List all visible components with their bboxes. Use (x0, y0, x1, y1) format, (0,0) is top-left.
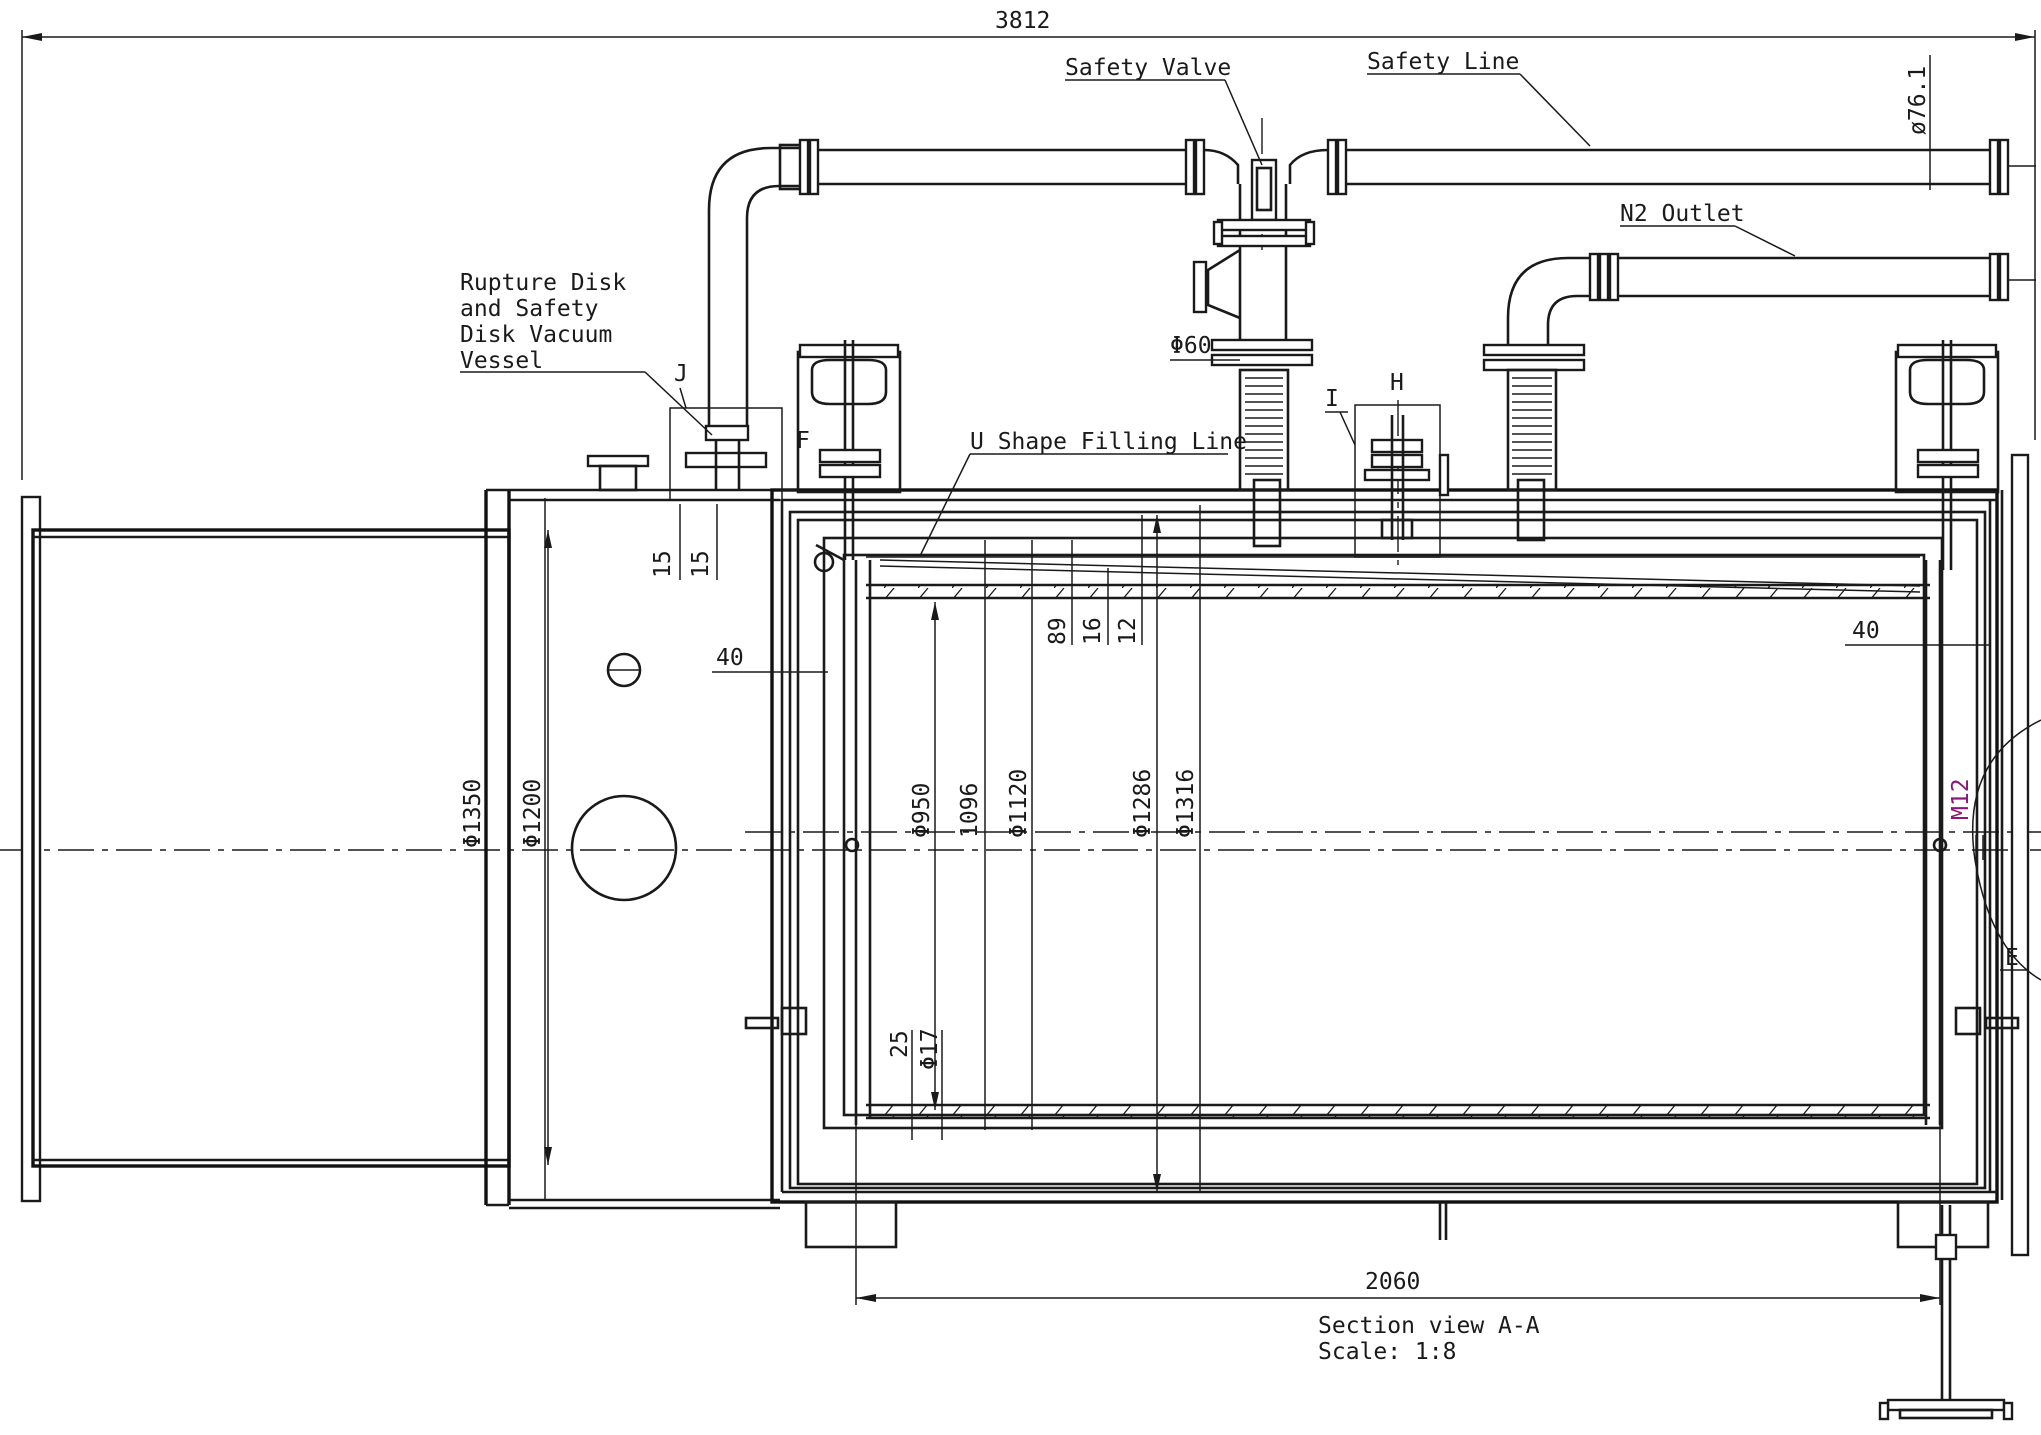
dim-40-left-text: 40 (716, 645, 744, 671)
dim-40-left: 40 (712, 645, 828, 673)
dim-17-text: Φ17 (917, 1028, 943, 1070)
detail-e: M12 E (1948, 719, 2041, 981)
safety-line-pipe (707, 138, 2010, 430)
dim-1120-text: Φ1120 (1006, 769, 1032, 838)
dim-15-15: 15 15 (650, 504, 718, 580)
rupture-disk-text-4: Vessel (460, 348, 543, 374)
dim-1316-text: Φ1316 (1173, 769, 1199, 838)
dim-safety-line-dia: ø76.1 (1905, 55, 1931, 190)
section-title: Section view A-A Scale: 1:8 (1318, 1313, 1540, 1365)
detail-e-label: E (2005, 945, 2019, 971)
label-n2-outlet: N2 Outlet (1620, 201, 1796, 257)
rupture-disk-text-2: and Safety (460, 296, 598, 322)
m12-text: M12 (1948, 778, 1974, 820)
label-rupture-disk: Rupture Disk and Safety Disk Vacuum Vess… (460, 270, 713, 436)
detail-h-label: H (1390, 370, 1404, 396)
safety-valve-text: Safety Valve (1065, 55, 1231, 81)
centerlines (0, 118, 2041, 851)
detail-f-label: F (796, 428, 810, 454)
dim-12-text: 12 (1115, 617, 1141, 645)
bottom-stand (1878, 1205, 2014, 1421)
detail-h: H I (1325, 370, 1450, 558)
dim-1350-text: Φ1350 (460, 779, 486, 848)
n2-outlet-text: N2 Outlet (1620, 201, 1745, 227)
support-tower-right (1894, 340, 2000, 570)
dim-15b-text: 15 (688, 550, 714, 578)
safety-line-text: Safety Line (1367, 49, 1519, 75)
dim-phi60-text: Φ60 (1170, 333, 1212, 359)
rupture-disk-text-3: Disk Vacuum (460, 322, 612, 348)
dim-950-text: Φ950 (909, 783, 935, 838)
n2-outlet (1482, 252, 2010, 542)
detail-j-label: J (674, 361, 688, 387)
support-tower-left (780, 340, 902, 560)
dim-89-text: 89 (1045, 617, 1071, 645)
dim-76-text: ø76.1 (1905, 66, 1931, 135)
u-shape-text: U Shape Filling Line (970, 429, 1247, 455)
dim-2060: 2060 (855, 1125, 1941, 1305)
safety-valve: Φ60 (1170, 158, 1316, 367)
dim-1096-text: 1096 (957, 783, 983, 838)
dim-vertical-cluster: Φ950 1096 Φ1120 89 16 12 Φ1286 Φ1316 Φ13… (460, 498, 1201, 1200)
detail-j: J F (586, 361, 810, 501)
detail-i-label: I (1325, 386, 1339, 412)
bellows-center (1238, 368, 1290, 548)
scale-text: Scale: 1:8 (1318, 1339, 1456, 1365)
label-safety-line: Safety Line (1367, 49, 1591, 147)
dim-15a-text: 15 (650, 550, 676, 578)
outer-vessel (770, 453, 2030, 1257)
label-safety-valve: Safety Valve (1065, 55, 1263, 166)
dim-overall-length: 3812 (21, 8, 2036, 480)
dim-2060-text: 2060 (1365, 1269, 1420, 1295)
dim-16-text: 16 (1080, 617, 1106, 645)
label-u-shape: U Shape Filling Line (919, 429, 1247, 557)
dim-25-text: 25 (887, 1030, 913, 1058)
dim-3812-text: 3812 (995, 8, 1050, 34)
dim-1286-text: Φ1286 (1130, 769, 1156, 838)
dim-40-right-text: 40 (1852, 618, 1880, 644)
section-title-text: Section view A-A (1318, 1313, 1540, 1339)
dim-25-17: 25 Φ17 (887, 1028, 943, 1140)
dim-40-right: 40 (1845, 618, 1990, 646)
left-neck (20, 488, 780, 1210)
flanges (798, 138, 2010, 196)
dim-1200-text: Φ1200 (520, 779, 546, 848)
rupture-disk-text-1: Rupture Disk (460, 270, 626, 296)
